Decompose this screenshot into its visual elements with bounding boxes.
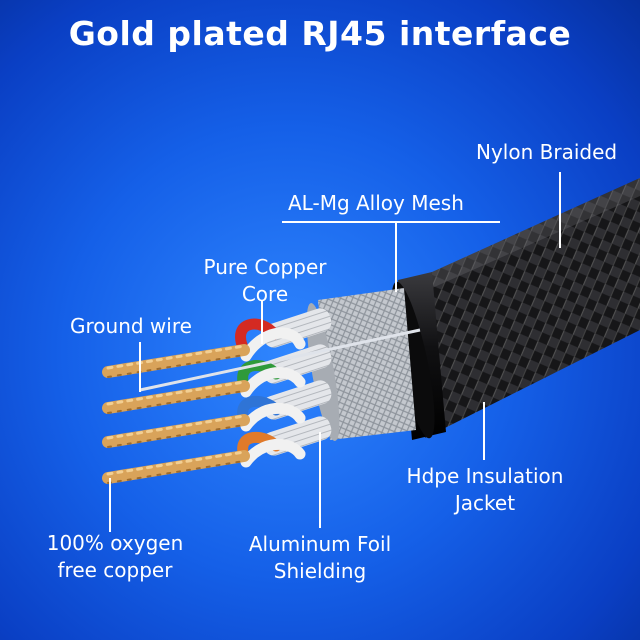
- label-oxygen-free-copper: 100% oxygen free copper: [30, 530, 200, 584]
- label-copper-core-line2: Core: [241, 282, 289, 306]
- label-hdpe-line1: Hdpe Insulation: [406, 464, 564, 488]
- label-copper-core-line1: Pure Copper: [203, 255, 327, 279]
- label-hdpe-line2: Jacket: [454, 491, 516, 515]
- insulated-conductors: [235, 318, 306, 468]
- label-oxygen-free-line2: free copper: [57, 558, 173, 582]
- ground-wire: [139, 328, 421, 392]
- nylon-braided-jacket: [410, 178, 640, 438]
- label-copper-core: Pure Copper Core: [190, 254, 340, 308]
- label-aluminum-foil-line2: Shielding: [273, 559, 367, 583]
- copper-strands: [102, 344, 250, 484]
- label-aluminum-foil-line1: Aluminum Foil: [248, 532, 392, 556]
- label-aluminum-foil: Aluminum Foil Shielding: [232, 531, 408, 585]
- label-nylon-braided: Nylon Braided: [476, 140, 618, 164]
- callout-lines: [109, 172, 561, 532]
- diagram-title: Gold plated RJ45 interface: [68, 14, 572, 53]
- label-al-mg-mesh: AL-Mg Alloy Mesh: [288, 191, 464, 215]
- label-oxygen-free-line1: 100% oxygen: [46, 531, 184, 555]
- al-mg-mesh-layer: [306, 288, 416, 441]
- label-ground-wire: Ground wire: [70, 314, 192, 338]
- label-hdpe-jacket: Hdpe Insulation Jacket: [386, 463, 584, 517]
